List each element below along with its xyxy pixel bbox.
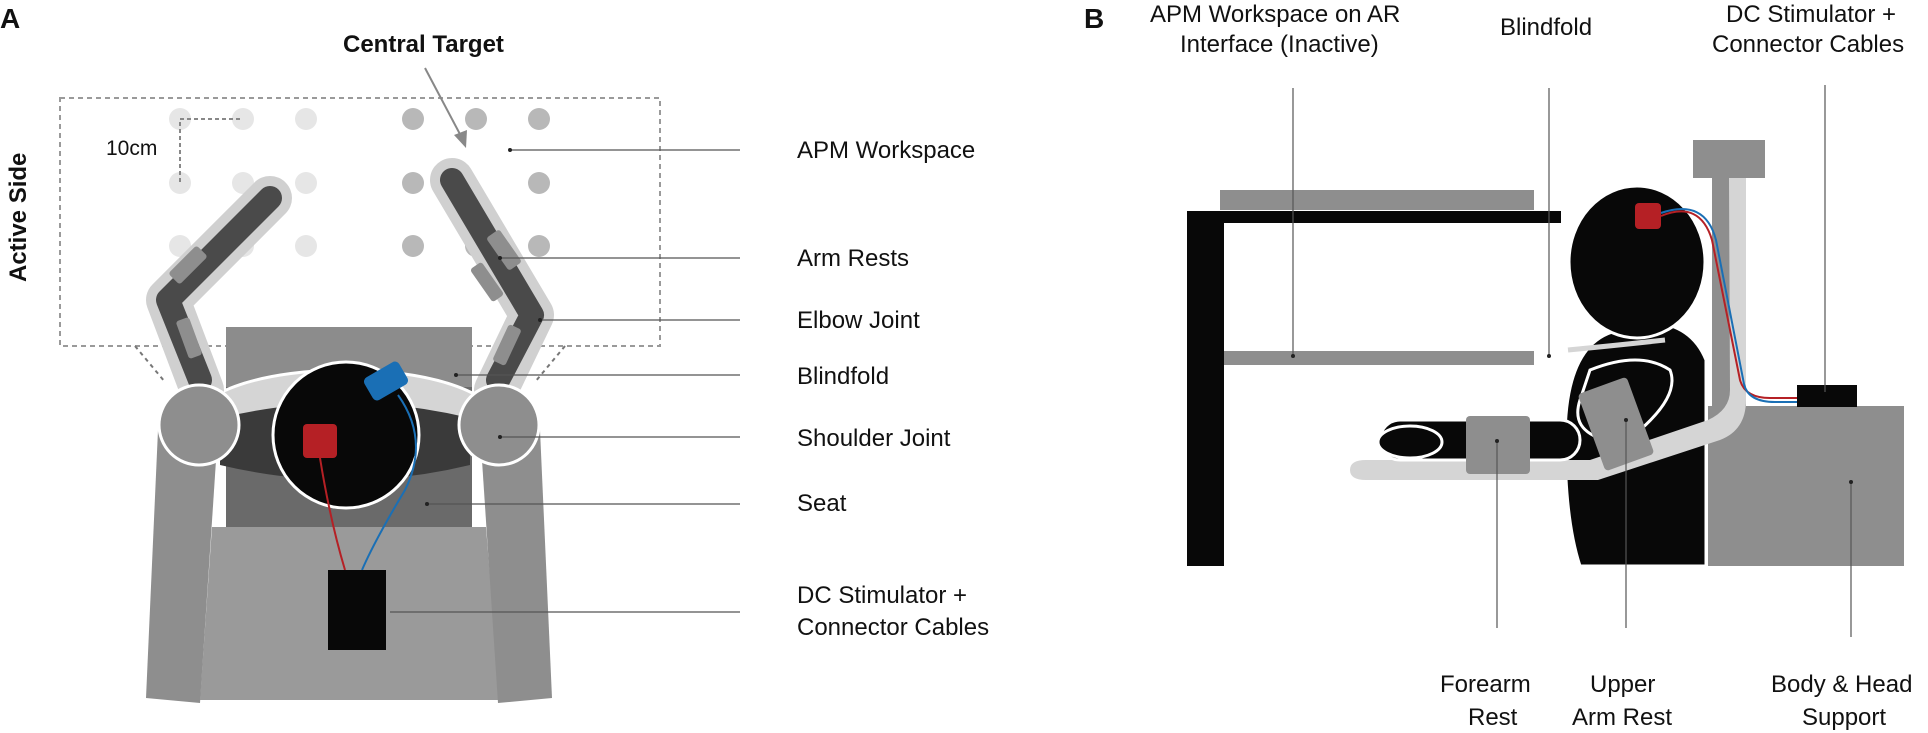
leader-lines-b — [1292, 85, 1852, 637]
target-dot — [402, 108, 424, 130]
target-dot — [465, 108, 487, 130]
panel-b: B APM Workspace on AR Interface (Inactiv… — [1084, 1, 1912, 731]
left-shoulder-joint — [157, 383, 241, 467]
forearm-rest-pad — [1466, 416, 1530, 474]
label-blindfold-b: Blindfold — [1500, 14, 1592, 41]
target-dot — [528, 172, 550, 194]
right-arm-rest — [493, 324, 521, 366]
label-body-head-line1: Body & Head — [1771, 671, 1912, 698]
label-forearm-line2: Rest — [1468, 704, 1518, 731]
dc-stimulator-a — [328, 570, 386, 650]
blue-cable-b — [1660, 208, 1800, 403]
central-target-arrow — [424, 67, 463, 139]
scale-bar — [179, 118, 240, 183]
label-arm-rests: Arm Rests — [797, 245, 909, 272]
blindfold-strap — [1567, 337, 1666, 353]
right-arm-link — [440, 168, 544, 392]
arrow-head — [454, 130, 467, 148]
label-forearm-line1: Forearm — [1440, 671, 1531, 698]
target-dot — [169, 172, 191, 194]
red-electrode — [303, 424, 337, 458]
label-seat: Seat — [797, 490, 847, 517]
head-side-view — [1567, 184, 1707, 340]
label-dc-line1-a: DC Stimulator + — [797, 582, 967, 609]
red-cable-b — [1660, 210, 1800, 399]
panel-a-letter: A — [0, 3, 20, 34]
leader-lines-a — [390, 149, 740, 613]
panel-b-letter: B — [1084, 3, 1104, 34]
upper-arm-rest-pad — [1578, 377, 1654, 471]
red-electrode-b — [1635, 203, 1661, 229]
panel-a: A Active Side — [0, 3, 989, 703]
body-support-base — [1708, 406, 1904, 566]
right-support-bar — [480, 430, 552, 703]
right-shoulder-joint — [457, 383, 541, 467]
right-arm — [430, 158, 554, 412]
label-dc-line2-a: Connector Cables — [797, 614, 989, 641]
ar-display-panel — [1220, 190, 1534, 210]
central-target-label: Central Target — [343, 31, 504, 58]
label-upper-arm-line1: Upper — [1590, 671, 1655, 698]
label-shoulder-joint: Shoulder Joint — [797, 425, 951, 452]
target-dot — [232, 108, 254, 130]
left-arm-rest — [169, 246, 207, 284]
blue-cable — [361, 394, 417, 571]
label-blindfold-a: Blindfold — [797, 363, 889, 390]
scale-label: 10cm — [106, 137, 157, 160]
target-dot — [295, 172, 317, 194]
label-dc-line2-b: Connector Cables — [1712, 31, 1904, 58]
dc-stimulator-b — [1797, 385, 1857, 407]
ar-frame-top — [1187, 211, 1561, 223]
leader-dots-a — [425, 148, 542, 506]
workspace-dash-right — [534, 345, 566, 383]
target-dot — [295, 235, 317, 257]
target-dot — [528, 235, 550, 257]
leader-dots-b — [1291, 354, 1853, 484]
right-arm-rest — [470, 262, 504, 302]
right-arm-rest — [487, 230, 521, 270]
target-dot — [295, 108, 317, 130]
label-dc-line1-b: DC Stimulator + — [1726, 1, 1896, 28]
label-apm-ar-line1: APM Workspace on AR — [1150, 1, 1400, 28]
blue-electrode — [364, 361, 408, 401]
left-arm-rest — [176, 317, 202, 359]
apm-workspace-ar — [1224, 351, 1534, 365]
label-apm-workspace: APM Workspace — [797, 137, 975, 164]
label-upper-arm-line2: Arm Rest — [1572, 704, 1672, 731]
target-dot — [528, 108, 550, 130]
left-arm — [146, 176, 292, 412]
label-body-head-line2: Support — [1802, 704, 1886, 731]
head-top-view — [271, 360, 421, 510]
hand — [1376, 424, 1444, 460]
ar-frame-leg — [1187, 211, 1224, 566]
label-elbow-joint: Elbow Joint — [797, 307, 920, 334]
left-support-bar — [146, 430, 218, 703]
red-cable — [319, 457, 346, 571]
label-apm-ar-line2: Interface (Inactive) — [1180, 31, 1379, 58]
target-dot — [402, 172, 424, 194]
active-side-label: Active Side — [5, 153, 32, 282]
target-dot — [402, 235, 424, 257]
workspace-dash-left — [134, 345, 166, 383]
